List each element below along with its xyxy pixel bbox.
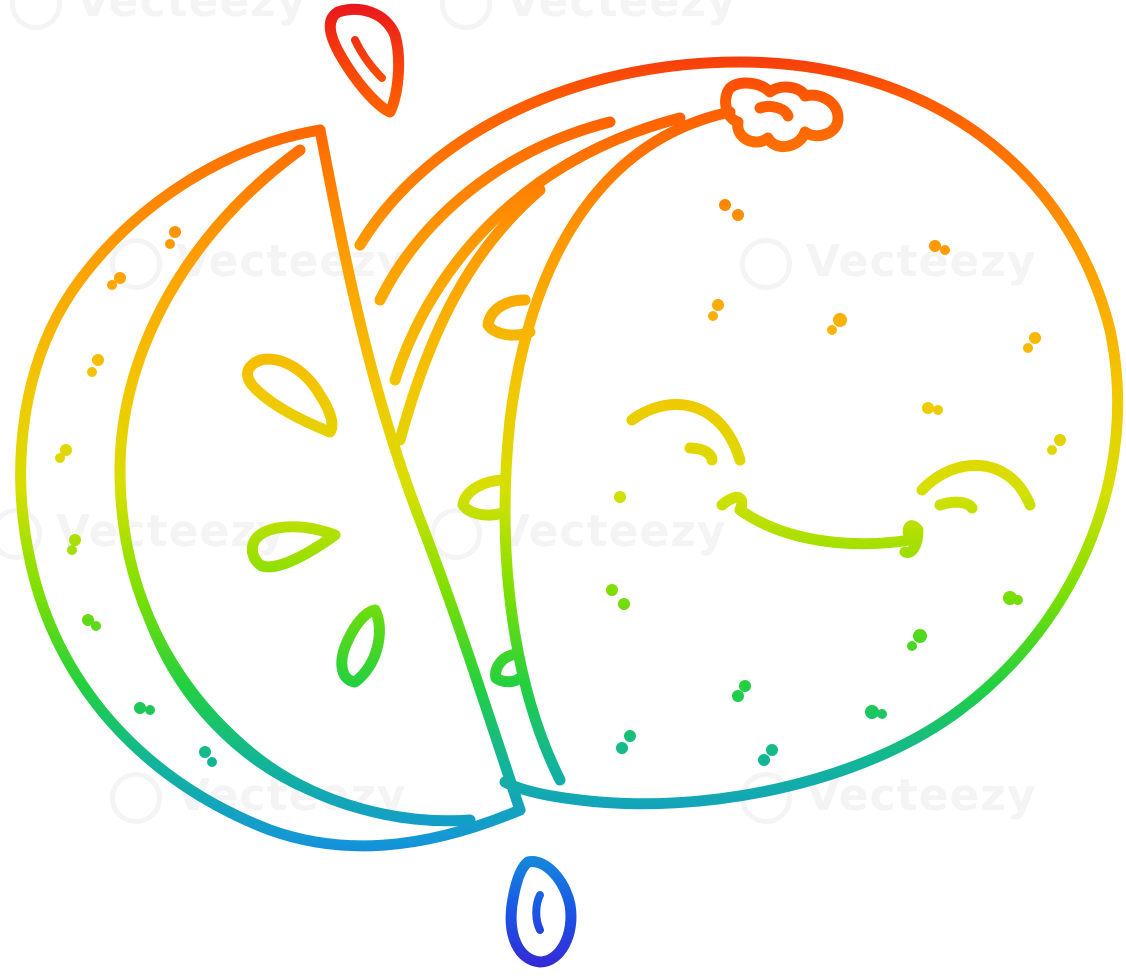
right-eye [916, 459, 1036, 511]
orange-rind-line [389, 112, 686, 386]
segment-notch [482, 294, 536, 341]
slice-outline [15, 124, 526, 852]
orange-rind-line [394, 184, 546, 446]
segment-notch [457, 474, 511, 521]
orange-navel [720, 77, 844, 152]
juice-drop-bottom-highlight [532, 891, 544, 934]
seed-mark [246, 521, 341, 573]
slice-rind-inner [144, 614, 316, 796]
seed-mark [242, 353, 338, 438]
slice-cut-edge [314, 124, 526, 816]
juice-drop-top-highlight [351, 36, 386, 82]
left-eye [626, 399, 746, 466]
peel-dots [55, 199, 1066, 767]
right-eye-lid [934, 496, 978, 514]
left-eye-lid [684, 442, 718, 466]
segment-notch [490, 649, 526, 688]
seed-mark [336, 604, 385, 688]
smile [716, 491, 924, 558]
juice-drop-top [324, 3, 405, 118]
orange-outline [354, 56, 1124, 810]
orange-navel-inner [754, 100, 794, 122]
orange-rind-line [374, 116, 616, 306]
juice-drop-bottom [505, 856, 577, 968]
slice-rind-inner [114, 144, 476, 827]
